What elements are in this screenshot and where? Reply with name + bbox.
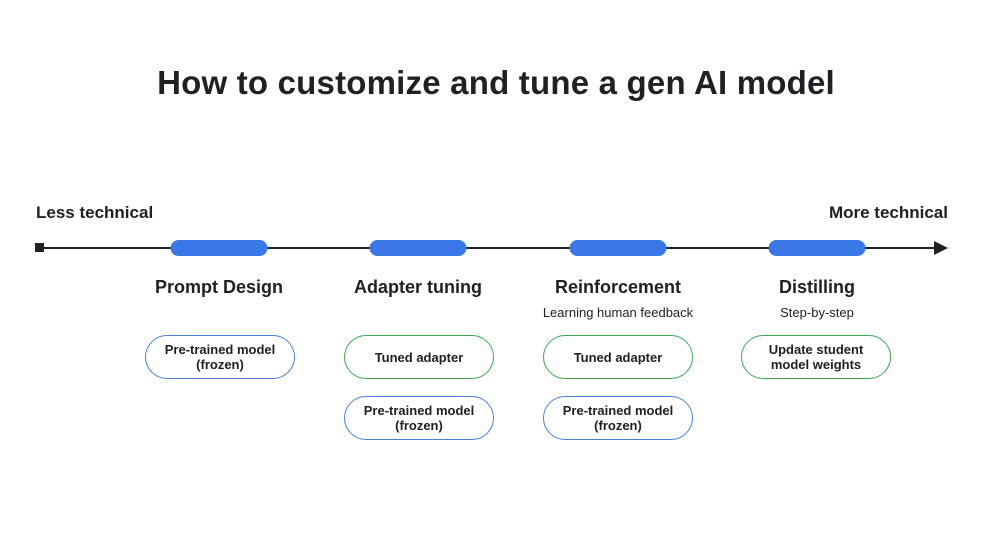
axis-start-marker xyxy=(35,243,44,252)
box-pretrained-model: Pre-trained model (frozen) xyxy=(543,396,693,440)
stage-subtitle: Step-by-step xyxy=(780,305,854,320)
box-pretrained-model: Pre-trained model (frozen) xyxy=(145,335,295,379)
arrow-right-icon xyxy=(934,241,948,255)
axis-right-label: More technical xyxy=(828,203,948,222)
stage-marker xyxy=(369,240,467,256)
stage-name: Reinforcement xyxy=(554,277,682,297)
stage-marker xyxy=(170,240,268,256)
stage-name: Prompt Design xyxy=(154,277,283,297)
stage-subtitle: Learning human feedback xyxy=(542,305,694,320)
stage-marker xyxy=(768,240,866,256)
stage-name: Adapter tuning xyxy=(354,277,482,297)
axis-left-label: Less technical xyxy=(36,203,154,222)
page-title: How to customize and tune a gen AI model xyxy=(157,64,835,101)
box-tuned-adapter: Tuned adapter xyxy=(344,335,494,379)
box-update-student-weights: Update student model weights xyxy=(741,335,891,379)
stage-marker xyxy=(569,240,667,256)
technical-axis-line xyxy=(40,247,938,249)
box-tuned-adapter: Tuned adapter xyxy=(543,335,693,379)
box-pretrained-model: Pre-trained model (frozen) xyxy=(344,396,494,440)
stage-name: Distilling xyxy=(779,277,855,297)
